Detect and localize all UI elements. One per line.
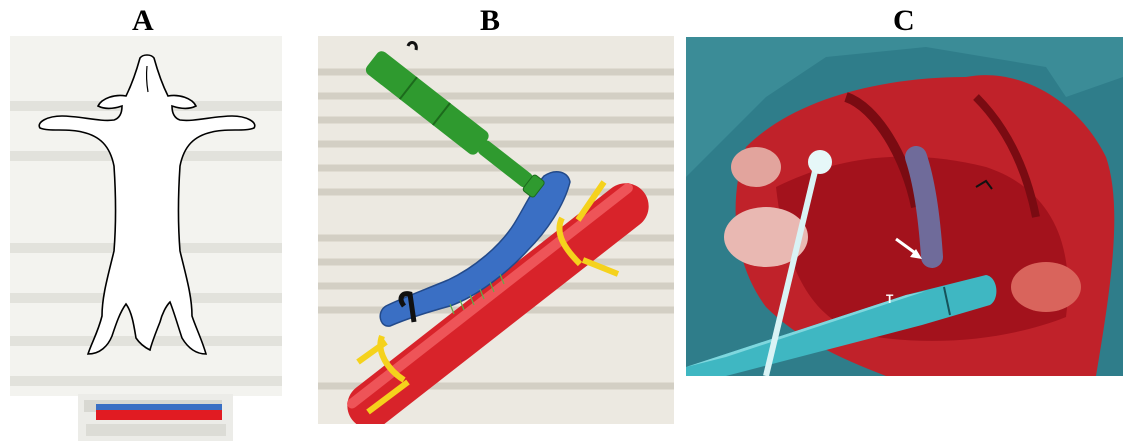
anastomosis-diagram [318,36,674,424]
surgical-photo: T [686,37,1123,376]
dog-silhouette-icon [10,36,282,396]
tube-mark: T [886,292,894,306]
panel-b-label: B [480,4,500,38]
panel-a-label: A [132,4,154,38]
panel-c-photo: T [686,37,1123,376]
dog-outline [39,55,255,354]
panel-a-figure [10,36,282,396]
vessel-schematic-icon [78,394,233,441]
panel-c-label: C [893,4,915,38]
probe-tip [808,150,832,174]
panel-b-figure [318,36,674,424]
